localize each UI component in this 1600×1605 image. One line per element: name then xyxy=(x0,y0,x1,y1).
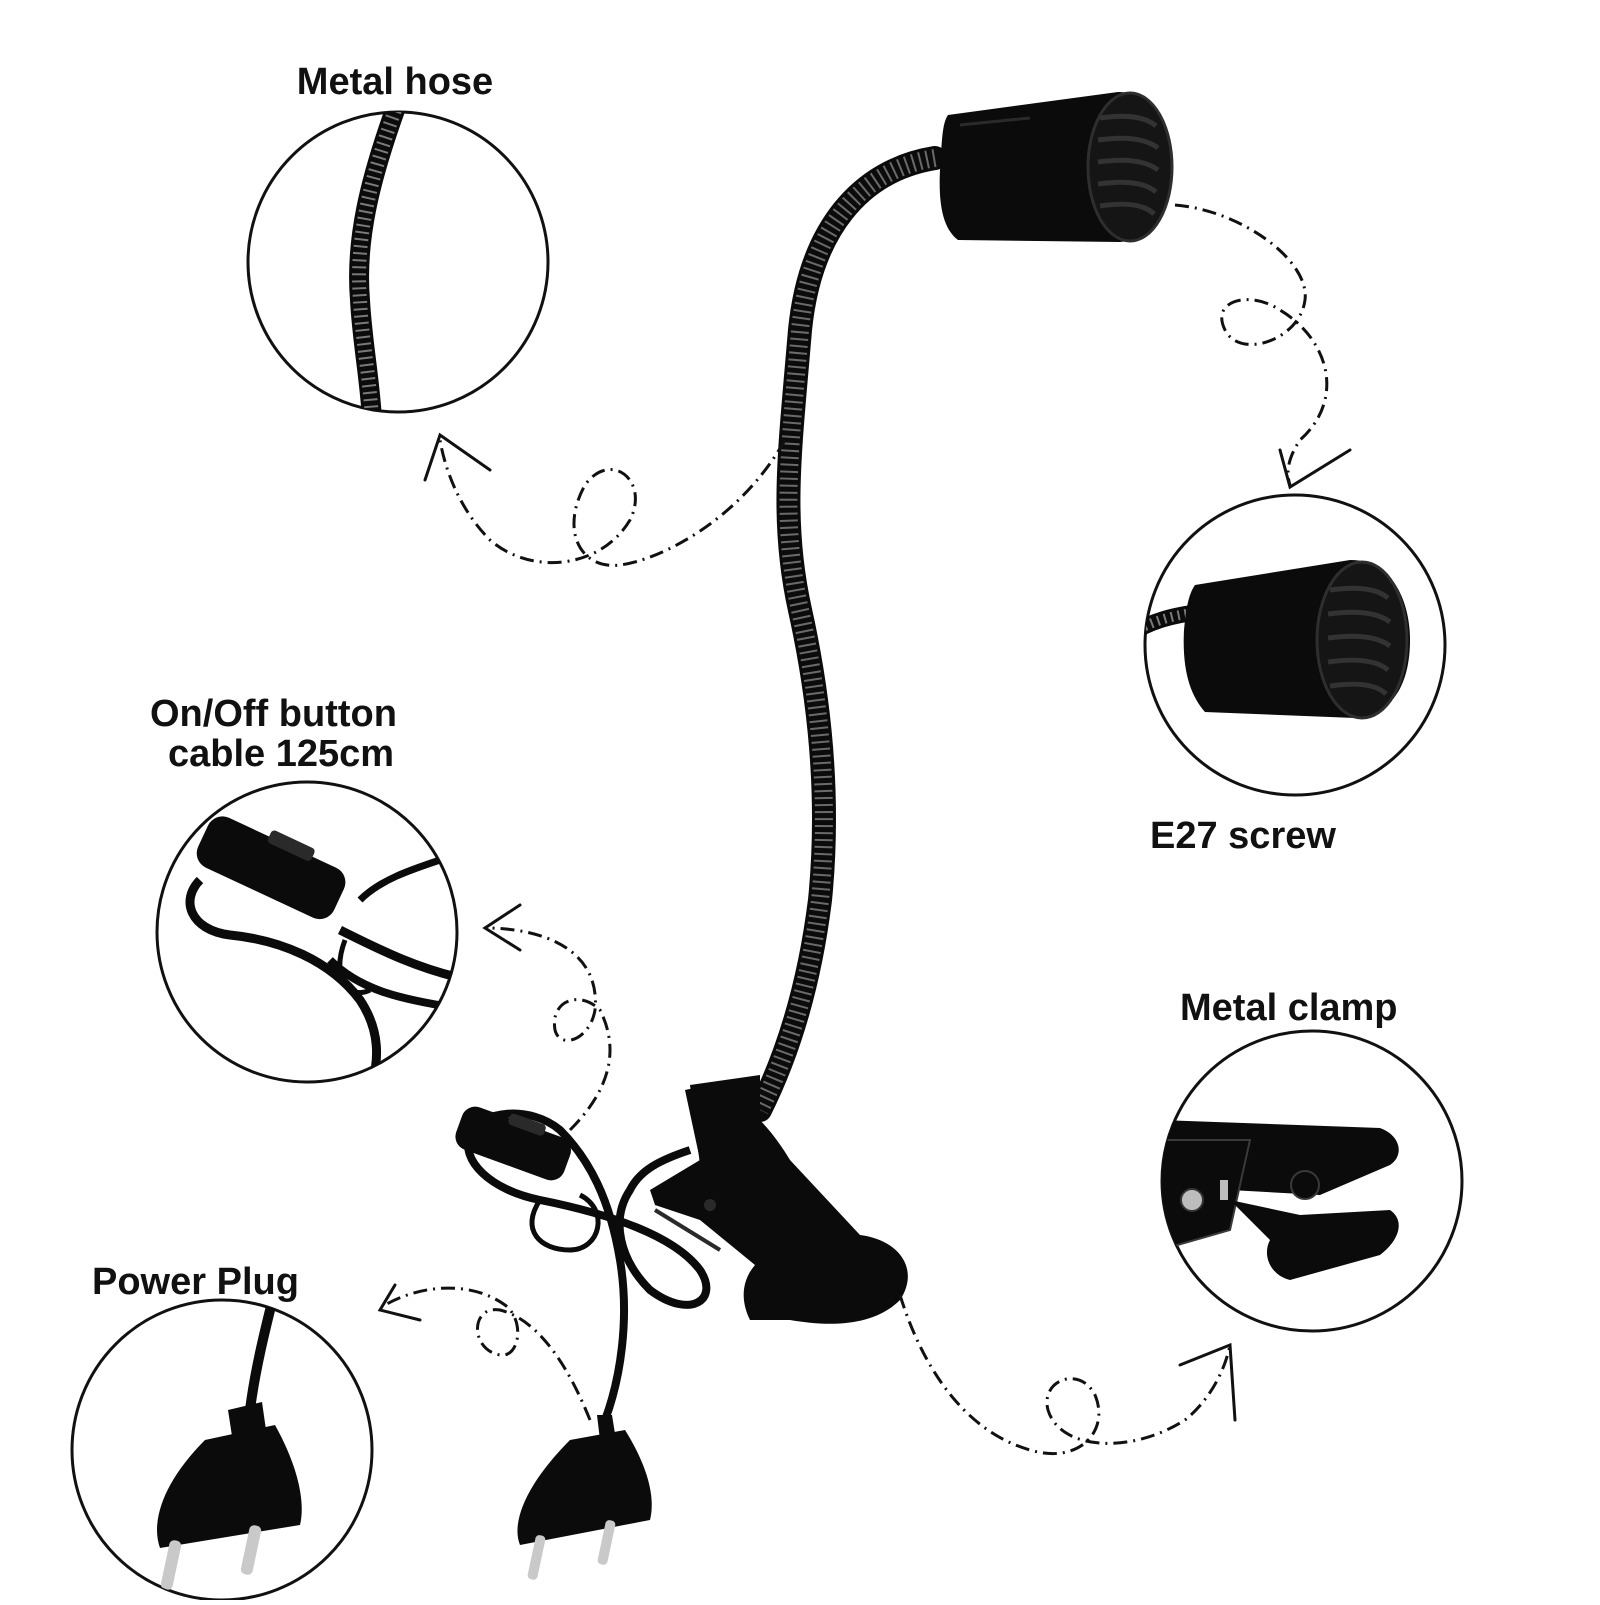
arrow-to-on-off xyxy=(489,926,612,1132)
detail-metal-hose xyxy=(246,110,550,414)
arrowhead-metal-clamp xyxy=(1178,1342,1237,1422)
label-e27-screw: E27 screw xyxy=(1150,815,1336,857)
label-on-off-button: On/Off button cable 125cm xyxy=(150,694,470,774)
inline-switch xyxy=(455,1106,571,1181)
arrow-heads xyxy=(377,432,1352,1422)
arrow-to-power-plug xyxy=(384,1286,592,1421)
arrow-to-e27 xyxy=(1174,203,1329,486)
arrowhead-on-off xyxy=(482,903,522,952)
detail-e27-screw xyxy=(1143,493,1447,797)
arrowhead-e27 xyxy=(1278,448,1352,490)
arrow-to-metal-clamp xyxy=(898,1294,1232,1456)
detail-power-plug xyxy=(70,1298,374,1602)
arrow-to-metal-hose xyxy=(438,439,787,567)
label-metal-clamp: Metal clamp xyxy=(1180,987,1398,1029)
clip xyxy=(650,1075,908,1324)
arrowhead-power-plug xyxy=(377,1283,422,1322)
label-on-off-line1: On/Off button xyxy=(150,693,397,735)
label-metal-hose: Metal hose xyxy=(296,61,494,103)
arrowhead-metal-hose xyxy=(423,432,492,482)
main-product xyxy=(455,91,1174,1580)
dashed-arrows xyxy=(384,203,1329,1456)
label-power-plug: Power Plug xyxy=(92,1261,299,1303)
label-on-off-line2: cable 125cm xyxy=(168,733,395,775)
e27-socket xyxy=(939,91,1174,243)
detail-on-off-switch xyxy=(155,780,459,1084)
main-plug xyxy=(517,1415,652,1580)
gooseneck-hose xyxy=(748,146,947,1122)
detail-metal-clamp xyxy=(1160,1029,1464,1333)
